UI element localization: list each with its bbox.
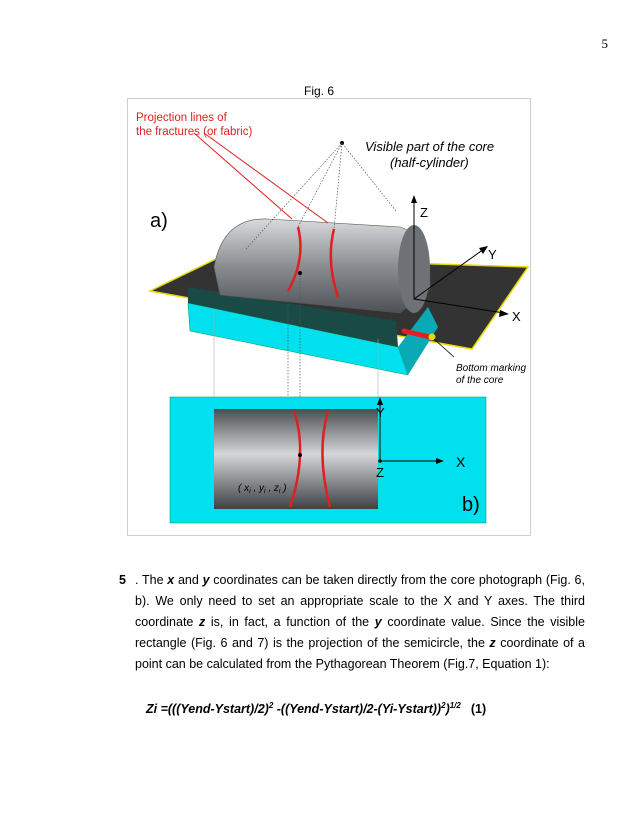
equation-1: Zi =(((Yend-Ystart)/2)2 -((Yend-Ystart)/… xyxy=(146,701,487,717)
projection-lines-label-2: the fractures (or fabric) xyxy=(136,126,252,138)
paragraph-5: 5 . The x and y coordinates can be taken… xyxy=(119,570,585,675)
axis-y-a-head xyxy=(479,246,488,254)
axis-z-a-head xyxy=(411,195,417,203)
holder-top xyxy=(188,287,398,347)
paragraph-number: 5 xyxy=(119,573,126,587)
panel-b-point xyxy=(298,453,302,457)
panel-b-fracture-2 xyxy=(321,410,332,508)
axis-x-a-head xyxy=(499,310,509,317)
panel-a-label: a) xyxy=(150,210,168,232)
label-arrow-2 xyxy=(203,132,329,224)
bottom-marking-label-1: Bottom marking xyxy=(456,363,526,374)
visible-part-label-2: (half-cylinder) xyxy=(390,155,469,170)
axis-y-b-head xyxy=(377,397,383,405)
panel-b-core-photo xyxy=(214,409,378,509)
label-arrow-1 xyxy=(193,132,293,220)
equation-number: (1) xyxy=(470,702,487,717)
holder-side xyxy=(398,307,438,375)
axis-x-b-head xyxy=(436,458,444,464)
figure-caption: Fig. 6 xyxy=(303,84,334,98)
axis-y-b-label: Y xyxy=(376,405,385,420)
bottom-marking-bar xyxy=(401,328,433,340)
axis-x-a xyxy=(413,298,505,314)
page-number: 5 xyxy=(601,36,609,51)
fracture-point-a xyxy=(298,271,302,275)
figure-6: Projection lines of the fractures (or fa… xyxy=(127,98,531,536)
bottom-marking-label-2: of the core xyxy=(456,375,504,386)
bottom-marking-dot xyxy=(428,333,436,341)
axis-x-a-label: X xyxy=(512,309,521,324)
axis-x-b-label: X xyxy=(456,454,466,470)
axis-z-a-label: Z xyxy=(420,205,428,220)
projection-line-3 xyxy=(297,142,343,228)
panel-b-label: b) xyxy=(462,494,480,516)
axis-y-a xyxy=(413,248,485,300)
visible-part-label-1: Visible part of the core xyxy=(365,139,494,154)
figure-6-drawing: Projection lines of the fractures (or fa… xyxy=(136,112,530,524)
projection-lines-label-1: Projection lines of xyxy=(136,112,228,124)
axis-y-a-label: Y xyxy=(488,247,497,262)
paragraph-text: . The x and y coordinates can be taken d… xyxy=(135,573,585,671)
origin-b xyxy=(378,459,382,463)
axis-z-b-label: Z xyxy=(376,465,384,480)
projection-line-4 xyxy=(333,142,343,230)
bottom-marking-leader xyxy=(433,338,455,358)
core-cylinder xyxy=(213,218,431,314)
fracture-trace-1 xyxy=(286,226,302,292)
point-coordinates-label: ( xi , yi , zi ) xyxy=(238,483,287,495)
fracture-trace-2 xyxy=(329,228,340,298)
